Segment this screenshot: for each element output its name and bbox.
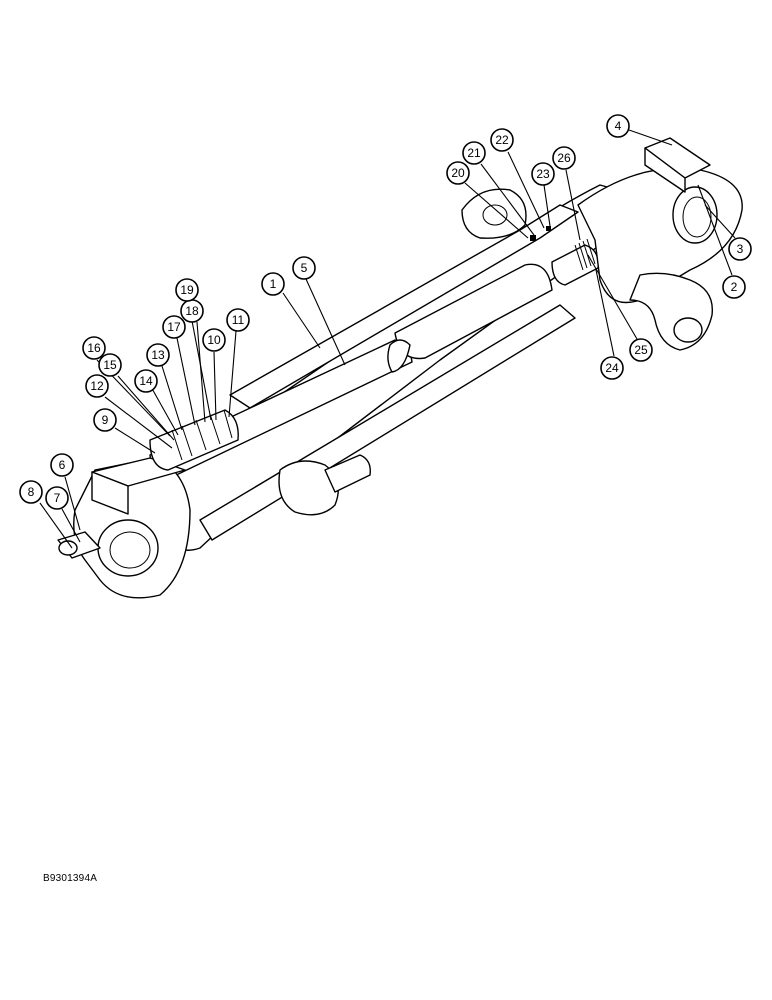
callout-24-label: 24 — [605, 361, 619, 375]
leader-6 — [64, 476, 81, 531]
callout-1-label: 1 — [270, 277, 277, 291]
callout-8-label: 8 — [28, 485, 35, 499]
callout-17: 17 — [162, 315, 186, 339]
base-side-boss-hole — [482, 204, 508, 226]
leader-26 — [565, 169, 581, 241]
seal-mark-21 — [530, 235, 536, 241]
rod-end-block-front — [91, 471, 129, 515]
callout-21-label: 21 — [467, 146, 481, 160]
leader-13 — [161, 365, 183, 431]
callout-13-label: 13 — [151, 348, 165, 362]
callout-16: 16 — [82, 336, 106, 360]
leader-18 — [196, 321, 206, 423]
callout-25: 25 — [629, 338, 653, 362]
callout-12-label: 12 — [90, 379, 104, 393]
callout-26-label: 26 — [557, 151, 571, 165]
piston-neck — [387, 339, 411, 373]
base-pin-bore — [672, 186, 718, 244]
base-port-opening — [673, 317, 703, 343]
callout-12: 12 — [85, 374, 109, 398]
callout-23-label: 23 — [536, 167, 550, 181]
leader-2 — [697, 184, 733, 276]
callout-19-label: 19 — [180, 283, 194, 297]
callout-17-label: 17 — [167, 320, 181, 334]
callout-9: 9 — [93, 408, 117, 432]
leader-12 — [104, 396, 173, 449]
callout-3-label: 3 — [737, 242, 744, 256]
callout-19: 19 — [175, 278, 199, 302]
callout-24: 24 — [600, 356, 624, 380]
seal-mark-23 — [546, 226, 551, 231]
leader-21 — [480, 163, 535, 236]
callout-16-label: 16 — [87, 341, 101, 355]
callout-15: 15 — [98, 353, 122, 377]
leader-22 — [507, 151, 545, 229]
base-pin-bore-inner — [682, 196, 712, 238]
callout-13: 13 — [146, 343, 170, 367]
callout-7: 7 — [45, 486, 69, 510]
callout-25-label: 25 — [634, 343, 648, 357]
callout-18-label: 18 — [185, 304, 199, 318]
callout-11-label: 11 — [232, 313, 245, 327]
leader-3 — [704, 204, 736, 239]
callout-22: 22 — [490, 128, 514, 152]
callout-21: 21 — [462, 141, 486, 165]
leader-8 — [39, 502, 73, 549]
callout-26: 26 — [552, 146, 576, 170]
leader-1 — [282, 292, 321, 349]
leader-11 — [228, 330, 237, 418]
leader-24 — [595, 269, 615, 357]
callout-10: 10 — [202, 328, 226, 352]
callout-8: 8 — [19, 480, 43, 504]
gland-seals — [171, 409, 233, 461]
callout-1: 1 — [261, 272, 285, 296]
cylinder-illustration — [57, 137, 743, 599]
callout-18: 18 — [180, 299, 204, 323]
piston-threads — [574, 238, 596, 271]
mid-port-fitting — [278, 460, 339, 516]
leader-20 — [464, 182, 529, 239]
callout-5: 5 — [292, 256, 316, 280]
leader-23 — [543, 184, 551, 227]
leader-15 — [117, 375, 175, 441]
callout-14-label: 14 — [139, 374, 153, 388]
callout-20-label: 20 — [451, 166, 465, 180]
leader-17 — [176, 337, 196, 426]
callout-14: 14 — [134, 369, 158, 393]
gland — [149, 409, 239, 471]
callout-4-label: 4 — [615, 119, 622, 133]
leader-10 — [213, 351, 217, 421]
callout-3: 3 — [728, 237, 752, 261]
leader-9 — [114, 427, 156, 454]
rod-end-pin-bore-inner — [109, 531, 151, 569]
callout-11: 11 — [226, 308, 250, 332]
callout-6: 6 — [50, 453, 74, 477]
rod-end-grease-nipple — [58, 540, 78, 556]
leader-4 — [628, 129, 673, 146]
callout-7-label: 7 — [54, 491, 61, 505]
base-grease-block-front — [644, 147, 686, 193]
leader-7 — [61, 508, 81, 543]
callout-22-label: 22 — [495, 133, 509, 147]
callout-5-label: 5 — [301, 261, 308, 275]
callout-6-label: 6 — [59, 458, 66, 472]
callout-23: 23 — [531, 162, 555, 186]
callouts: 1 2 3 4 5 6 7 8 9 10 11 12 13 14 15 16 1… — [19, 114, 752, 510]
callout-10-label: 10 — [207, 333, 221, 347]
callout-15-label: 15 — [103, 358, 117, 372]
figure-code: B9301394A — [43, 873, 98, 884]
callout-2-label: 2 — [731, 280, 738, 294]
callout-2: 2 — [722, 275, 746, 299]
callout-4: 4 — [606, 114, 630, 138]
base-side-boss — [461, 188, 527, 239]
callout-9-label: 9 — [102, 413, 109, 427]
leader-5 — [305, 278, 346, 366]
leader-14 — [149, 384, 179, 436]
mid-port-tube — [324, 454, 371, 493]
callout-20: 20 — [446, 161, 470, 185]
leader-25 — [587, 254, 638, 340]
